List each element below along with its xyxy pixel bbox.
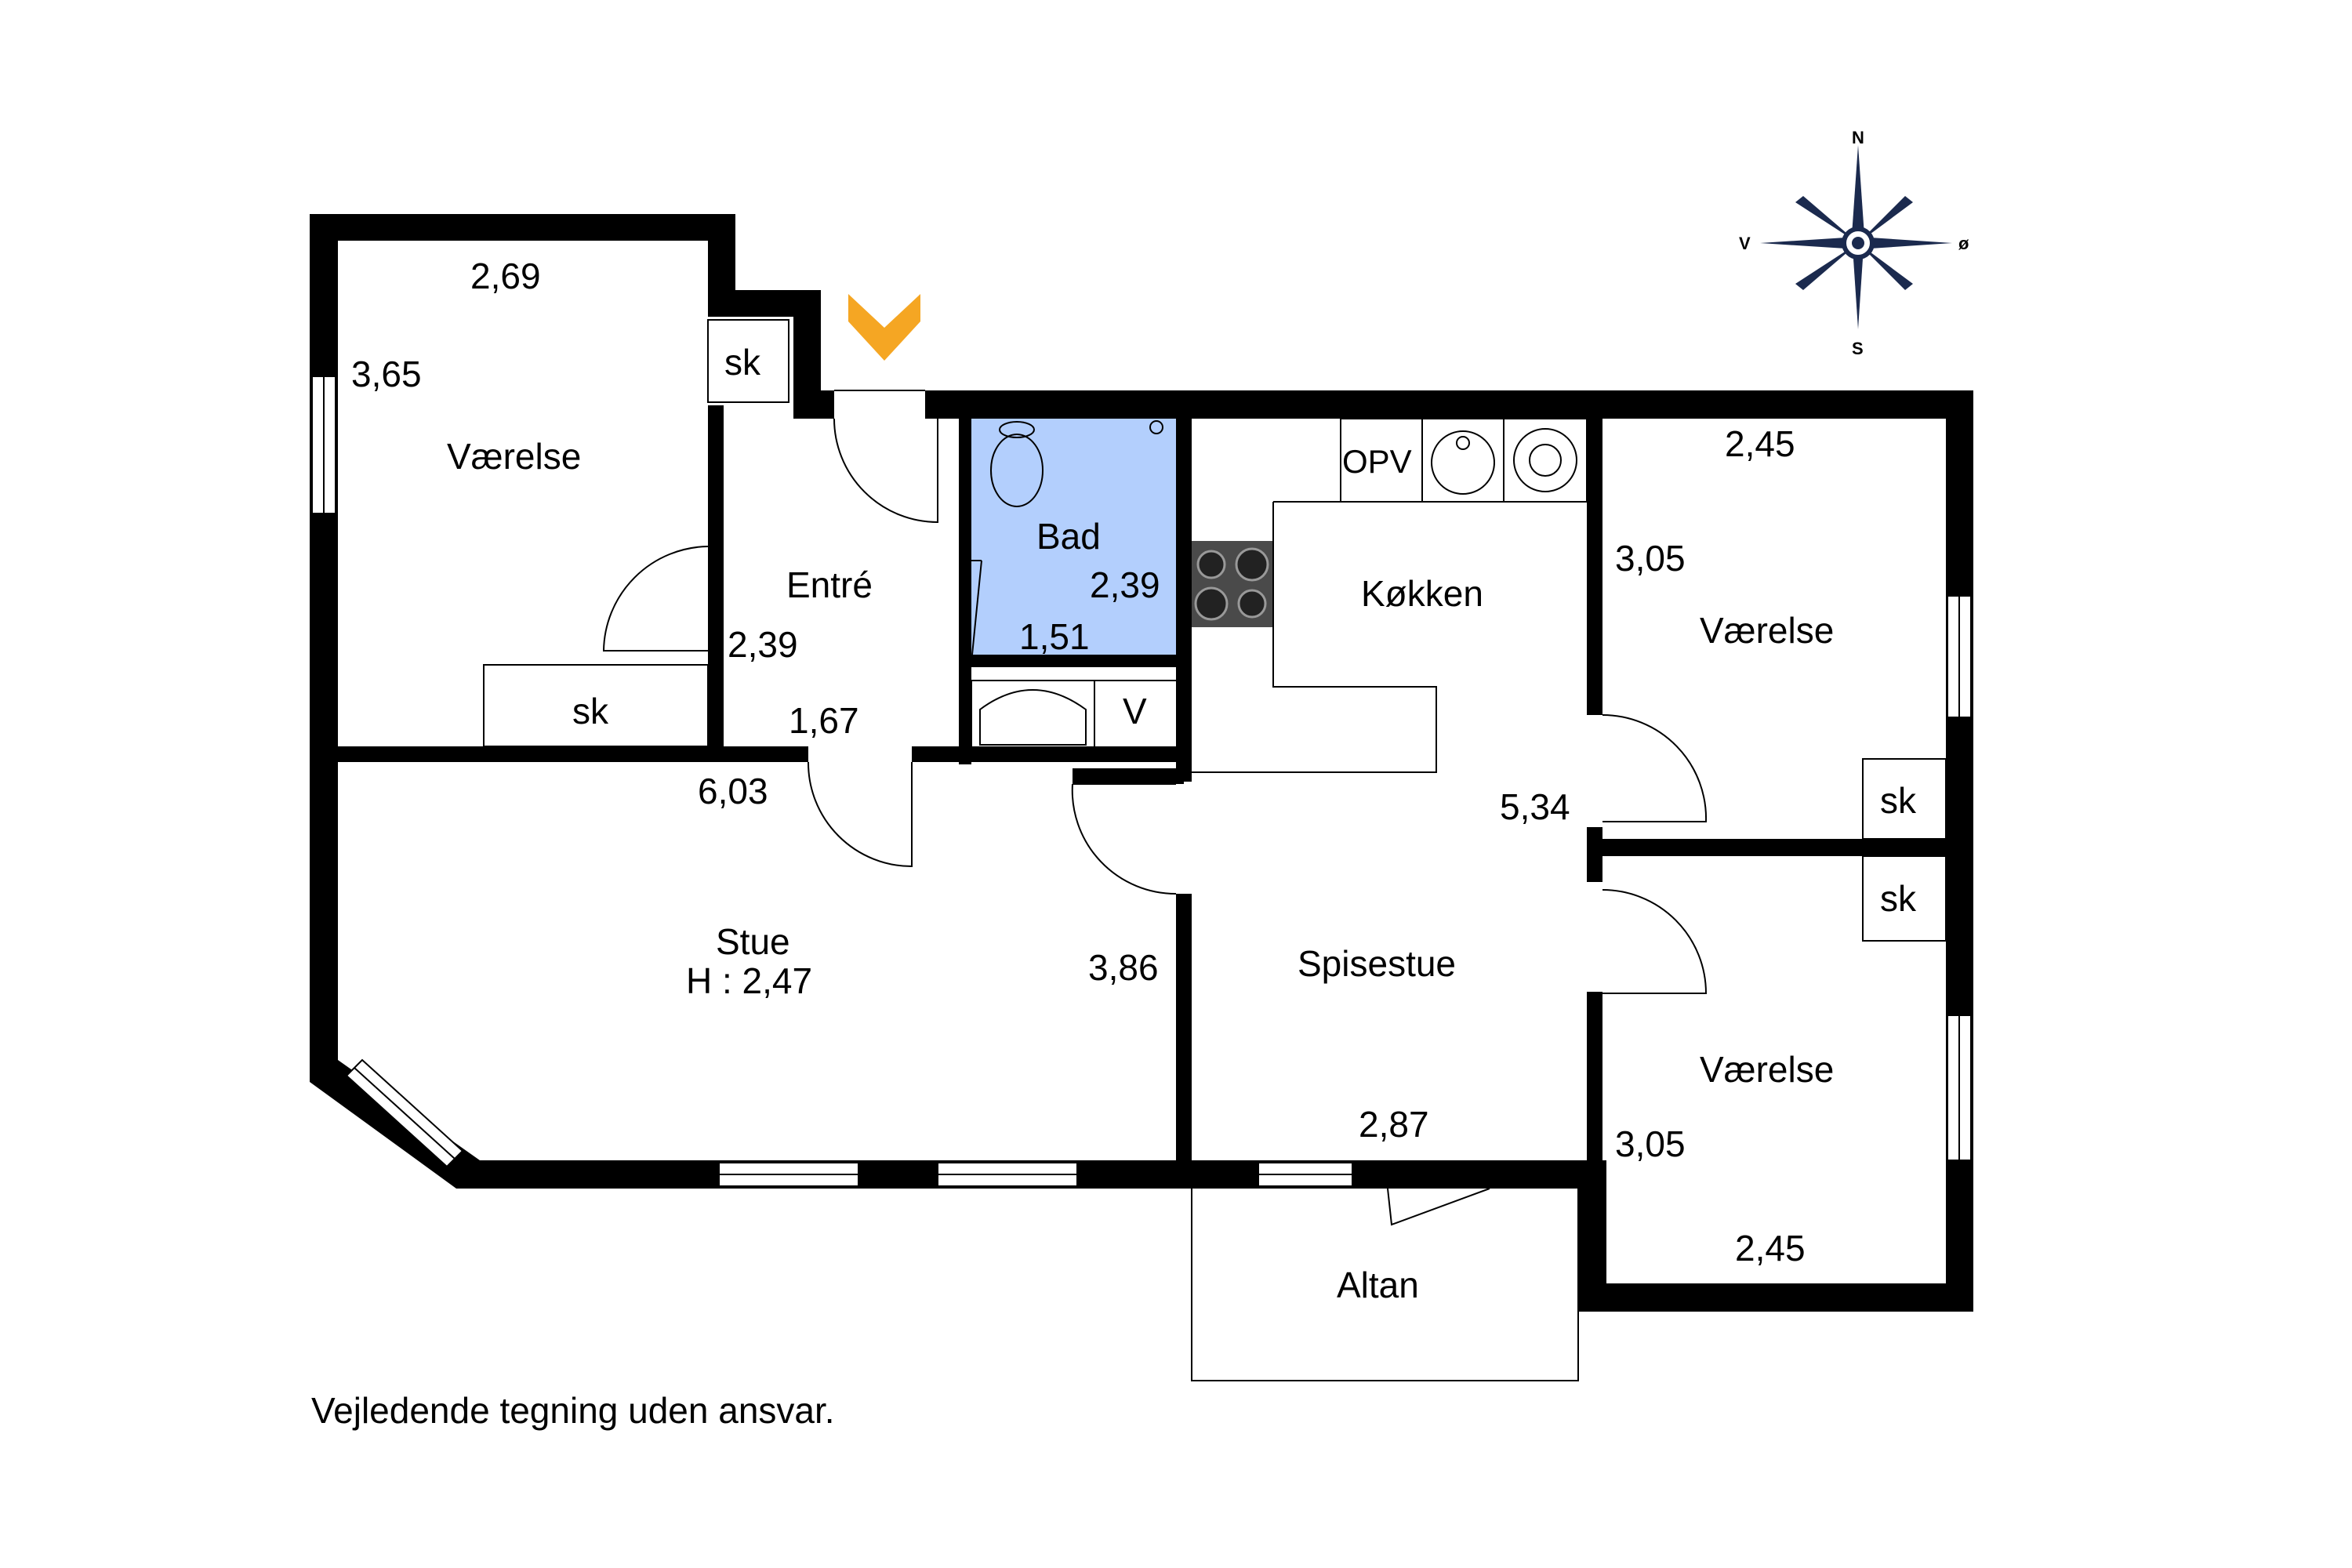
- closet-nw-1-label: sk: [724, 342, 761, 383]
- doors: [602, 390, 1708, 1226]
- closet-nw-2-label: sk: [572, 691, 609, 731]
- compass-w: V: [1739, 234, 1751, 253]
- entry-name: Entré: [786, 564, 873, 605]
- labels: 2,69 3,65 Værelse sk sk Entré 2,39 1,67 …: [311, 256, 1917, 1431]
- compass-n: N: [1852, 128, 1864, 147]
- bedroom-nw-name: Værelse: [447, 436, 581, 477]
- compass-e: ø: [1958, 234, 1969, 253]
- compass-s: S: [1852, 339, 1864, 358]
- kitchen-sink-icon: [1431, 430, 1495, 495]
- sink-icon: [979, 689, 1087, 746]
- bedroom-ne-dim-top: 2,45: [1725, 423, 1795, 464]
- bedroom-nw-dim-top: 2,69: [470, 256, 541, 296]
- bath-dim-side: 2,39: [1090, 564, 1160, 605]
- living-dim-top: 6,03: [698, 771, 768, 811]
- bath-dim-bottom: 1,51: [1019, 616, 1090, 657]
- bedroom-se-dim-side: 3,05: [1615, 1123, 1686, 1164]
- bath-name: Bad: [1036, 516, 1101, 557]
- entry-dim-side: 2,39: [728, 624, 798, 665]
- dining-dim-bottom: 2,87: [1359, 1104, 1429, 1145]
- dining-name: Spisestue: [1298, 943, 1456, 984]
- windows: [311, 376, 1972, 1187]
- living-name: Stue: [716, 921, 790, 962]
- closet-ne-label: sk: [1880, 780, 1917, 821]
- kitchen-name: Køkken: [1361, 573, 1483, 614]
- compass-rose-icon: N S V ø: [1739, 128, 1969, 358]
- dining-dim-side: 5,34: [1500, 786, 1570, 827]
- toilet-icon: [990, 434, 1044, 507]
- fixtures: [483, 319, 1947, 942]
- living-dim-side: 3,86: [1088, 947, 1159, 988]
- bedroom-se-dim-bottom: 2,45: [1735, 1228, 1806, 1269]
- living-height: H : 2,47: [686, 960, 812, 1001]
- entrance-marker-icon: [848, 294, 920, 361]
- disclaimer: Vejledende tegning uden ansvar.: [311, 1390, 835, 1431]
- fan-icon: [1513, 428, 1577, 492]
- opv-label: OPV: [1342, 443, 1412, 480]
- balcony-name: Altan: [1337, 1265, 1419, 1305]
- entry-dim-bottom: 1,67: [789, 700, 859, 741]
- bedroom-nw-dim-side: 3,65: [351, 354, 422, 394]
- bedroom-ne-name: Værelse: [1700, 610, 1834, 651]
- bedroom-ne-dim-side: 3,05: [1615, 538, 1686, 579]
- washer-label: V: [1123, 691, 1147, 731]
- bedroom-se-name: Værelse: [1700, 1049, 1834, 1090]
- bath-floor: [967, 418, 1180, 667]
- closet-se-label: sk: [1880, 878, 1917, 919]
- walls: [310, 214, 1973, 1312]
